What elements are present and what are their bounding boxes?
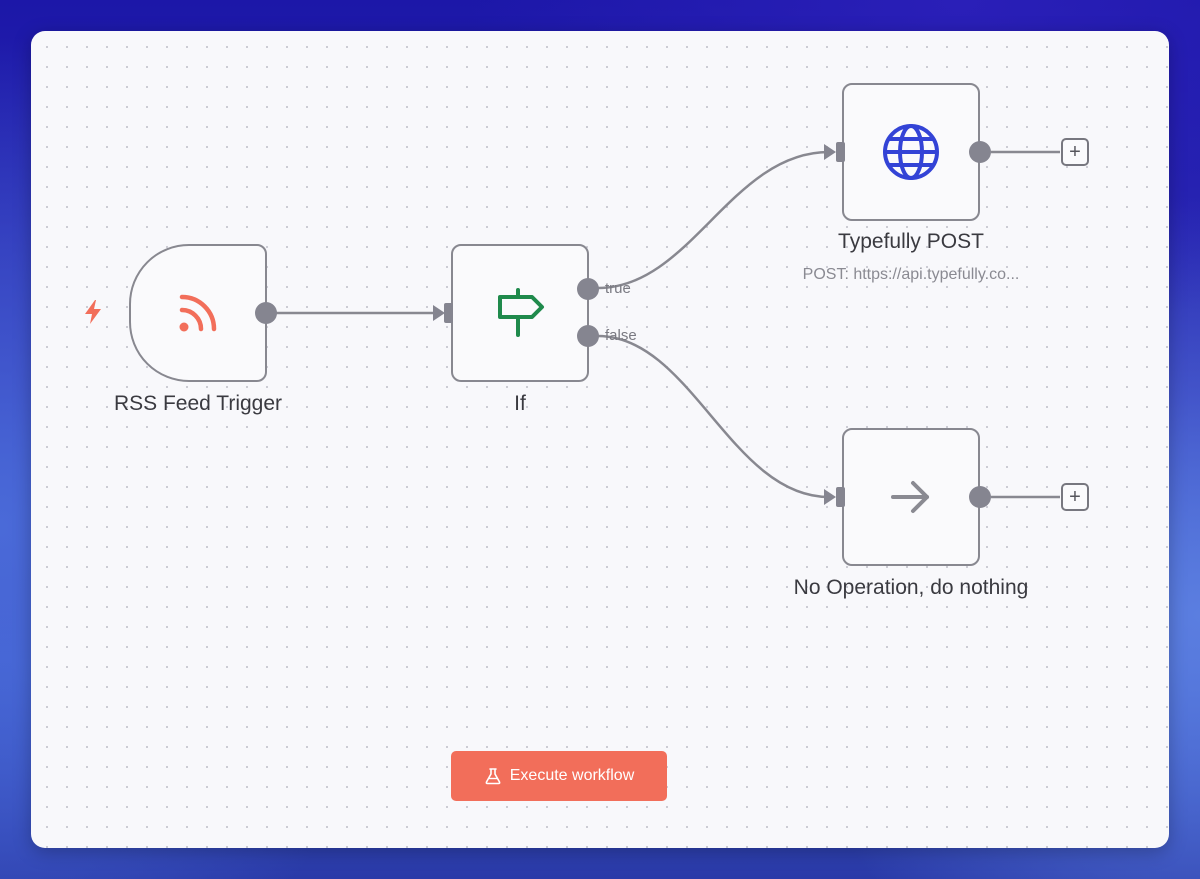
arrow-right-icon xyxy=(891,481,929,513)
branch-label-false: false xyxy=(605,327,637,344)
input-port-if[interactable] xyxy=(444,303,453,323)
output-port-typefully[interactable] xyxy=(969,141,991,163)
output-port-noop[interactable] xyxy=(969,486,991,508)
signpost-icon xyxy=(498,288,544,337)
output-port-rss[interactable] xyxy=(255,302,277,324)
node-if[interactable] xyxy=(451,244,589,382)
arrowhead-if xyxy=(433,305,445,321)
node-label-typefully: Typefully POST xyxy=(838,230,984,253)
workflow-canvas[interactable]: RSS Feed Trigger true false If + Typeful… xyxy=(31,31,1169,848)
output-port-if-true[interactable] xyxy=(577,278,599,300)
arrowhead-http xyxy=(824,144,836,160)
node-rss-feed-trigger[interactable] xyxy=(129,244,267,382)
flask-icon xyxy=(485,768,501,785)
add-node-button-noop[interactable]: + xyxy=(1061,483,1089,511)
connections-layer xyxy=(276,144,1060,505)
lightning-bolt-icon xyxy=(85,300,101,324)
output-port-if-false[interactable] xyxy=(577,325,599,347)
node-label-rss: RSS Feed Trigger xyxy=(113,392,283,415)
branch-label-true: true xyxy=(605,280,631,297)
node-label-noop: No Operation, do nothing xyxy=(793,576,1029,599)
rss-icon xyxy=(179,294,217,332)
globe-icon xyxy=(883,124,939,180)
connection-if-false-to-noop xyxy=(597,334,830,499)
connection-if-true-to-http xyxy=(597,150,830,290)
add-node-button-typefully[interactable]: + xyxy=(1061,138,1089,166)
execute-workflow-button[interactable]: Execute workflow xyxy=(451,751,667,801)
execute-workflow-label: Execute workflow xyxy=(509,767,635,784)
node-label-if: If xyxy=(514,392,526,415)
input-port-typefully[interactable] xyxy=(836,142,845,162)
input-port-noop[interactable] xyxy=(836,487,845,507)
node-no-operation[interactable] xyxy=(842,428,980,566)
node-subtitle-typefully: POST: https://api.typefully.co... xyxy=(802,266,1020,283)
arrowhead-noop xyxy=(824,489,836,505)
node-typefully-post[interactable] xyxy=(842,83,980,221)
